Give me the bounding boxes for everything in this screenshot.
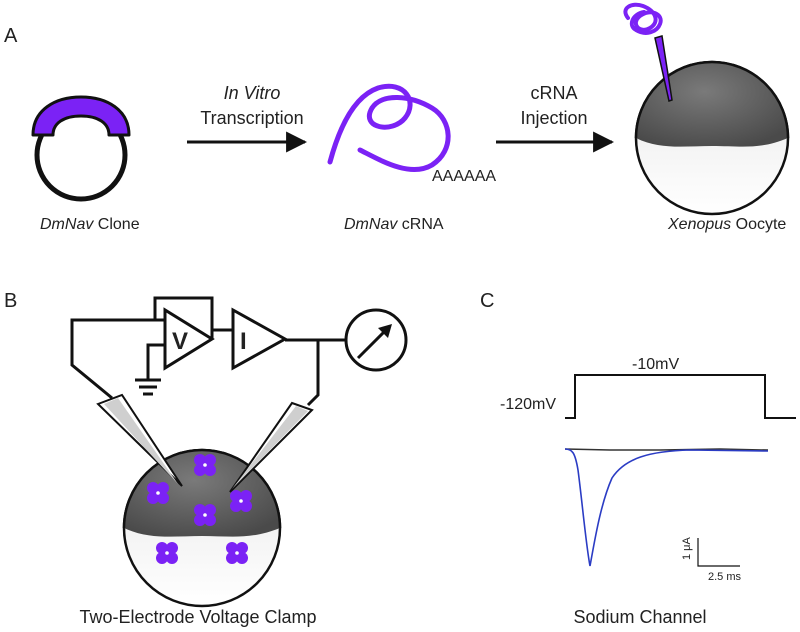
ammeter-icon bbox=[344, 308, 408, 372]
step1-label-line1: In Vitro bbox=[224, 83, 281, 103]
sodium-channel-icon bbox=[147, 482, 169, 504]
panel-b-letter: B bbox=[4, 290, 17, 312]
scale-current-label: 1 μA bbox=[681, 536, 693, 560]
scale-time-label: 2.5 ms bbox=[708, 571, 742, 583]
sodium-channel-icon bbox=[156, 542, 178, 564]
scale-bar bbox=[697, 538, 740, 567]
sodium-channels bbox=[147, 454, 252, 564]
sodium-channel-icon bbox=[230, 490, 252, 512]
step2-label-line1: cRNA bbox=[530, 83, 577, 103]
clamp-circuit bbox=[70, 296, 346, 407]
panel-c-letter: C bbox=[480, 290, 494, 312]
panel-c-caption: Sodium Channel bbox=[573, 607, 706, 627]
polya-tail-label: AAAAAA bbox=[432, 168, 496, 185]
panel-b-caption: Two-Electrode Voltage Clamp bbox=[79, 607, 316, 627]
voltage-step-protocol bbox=[565, 374, 796, 419]
sodium-channel-icon bbox=[226, 542, 248, 564]
svg-text:I: I bbox=[240, 328, 247, 355]
left-electrode-icon bbox=[96, 393, 183, 487]
crna-squiggle-icon bbox=[327, 83, 451, 172]
right-electrode-icon bbox=[229, 401, 314, 493]
oocyte-label: Xenopus Oocyte bbox=[667, 216, 786, 233]
current-amplifier: I bbox=[231, 307, 289, 371]
svg-text:V: V bbox=[172, 328, 188, 355]
clone-label: DmNav Clone bbox=[40, 216, 140, 233]
voltage-amplifier: V bbox=[163, 307, 215, 371]
sodium-channel-icon bbox=[194, 454, 216, 476]
test-potential-label: -10mV bbox=[632, 356, 679, 373]
injection-needle-icon bbox=[623, 2, 673, 102]
oocyte-a-icon bbox=[634, 60, 790, 216]
sodium-current-trace bbox=[564, 448, 769, 567]
plasmid-clone-icon bbox=[31, 95, 131, 202]
sodium-channel-icon bbox=[194, 504, 216, 526]
step2-label-line2: Injection bbox=[520, 108, 587, 128]
crna-label: DmNav cRNA bbox=[344, 216, 444, 233]
holding-potential-label: -120mV bbox=[500, 396, 556, 413]
panel-a-letter: A bbox=[4, 25, 18, 47]
step1-label-line2: Transcription bbox=[200, 108, 303, 128]
baseline-trace bbox=[564, 448, 769, 451]
